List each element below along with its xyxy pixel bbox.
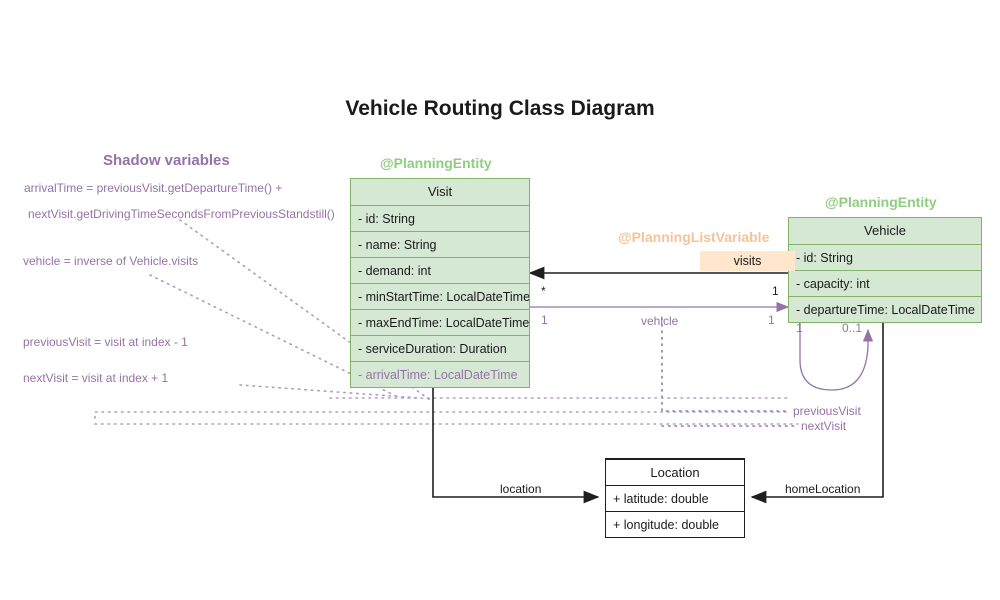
location-attribute-longitude: + longitude: double bbox=[606, 511, 744, 537]
visit-attribute-arrival-time: - arrivalTime: LocalDateTime bbox=[351, 361, 529, 387]
location-relation-label: location bbox=[500, 482, 542, 496]
visit-attribute-demand: - demand: int bbox=[351, 257, 529, 283]
location-class-name: Location bbox=[606, 459, 744, 485]
visit-class-name: Visit bbox=[427, 184, 453, 199]
previous-visit-relation-label: previousVisit bbox=[793, 404, 861, 418]
vehicle-attribute-id: - id: String bbox=[789, 244, 981, 270]
shadow-variable-line-5: nextVisit = visit at index + 1 bbox=[23, 371, 169, 385]
next-visit-relation-label: nextVisit bbox=[801, 419, 847, 433]
vehicle-attribute-capacity: - capacity: int bbox=[789, 270, 981, 296]
visit-attribute-min-start-time: - minStartTime: LocalDateTime bbox=[351, 283, 529, 309]
shadow-variable-line-4: previousVisit = visit at index - 1 bbox=[23, 335, 188, 349]
visits-multiplicity-visit-side: * bbox=[541, 284, 546, 298]
shadow-variables-heading: Shadow variables bbox=[103, 152, 230, 169]
visits-relation-badge[interactable]: visits bbox=[700, 251, 795, 271]
shadow-variable-line-1: arrivalTime = previousVisit.getDeparture… bbox=[24, 181, 283, 195]
class-box-vehicle[interactable]: Vehicle - id: String - capacity: int - d… bbox=[788, 217, 982, 323]
edge-location bbox=[432, 385, 600, 504]
visit-attribute-id: - id: String bbox=[351, 205, 529, 231]
vehicle-attribute-departure-time: - departureTime: LocalDateTime bbox=[789, 296, 981, 322]
visits-multiplicity-vehicle-side: 1 bbox=[772, 284, 779, 298]
self-loop-multiplicity-source: 1 bbox=[796, 321, 803, 335]
page-title: Vehicle Routing Class Diagram bbox=[345, 97, 655, 120]
home-location-relation-label: homeLocation bbox=[785, 482, 861, 496]
location-attribute-latitude: + latitude: double bbox=[606, 485, 744, 511]
vehicle-stereotype: @PlanningEntity bbox=[825, 194, 937, 210]
vehicle-multiplicity-visit-side: 1 bbox=[541, 313, 548, 327]
shadow-variable-line-3: vehicle = inverse of Vehicle.visits bbox=[23, 254, 199, 268]
self-loop-multiplicity-target: 0..1 bbox=[842, 321, 863, 335]
vehicle-multiplicity-vehicle-side: 1 bbox=[768, 313, 775, 327]
edge-previous-visit bbox=[661, 317, 791, 412]
visits-stereotype: @PlanningListVariable bbox=[618, 229, 770, 245]
vehicle-class-name: Vehicle bbox=[864, 223, 906, 238]
visit-stereotype: @PlanningEntity bbox=[380, 155, 492, 171]
visit-attribute-service-duration: - serviceDuration: Duration bbox=[351, 335, 529, 361]
visit-attribute-max-end-time: - maxEndTime: LocalDateTime bbox=[351, 309, 529, 335]
vehicle-relation-label: vehicle bbox=[641, 314, 679, 328]
visit-attribute-name: - name: String bbox=[351, 231, 529, 257]
class-box-location[interactable]: Location + latitude: double + longitude:… bbox=[605, 458, 745, 538]
shadow-variable-line-2: nextVisit.getDrivingTimeSecondsFromPrevi… bbox=[28, 207, 335, 221]
class-box-visit[interactable]: Visit - id: String - name: String - dema… bbox=[350, 178, 530, 388]
